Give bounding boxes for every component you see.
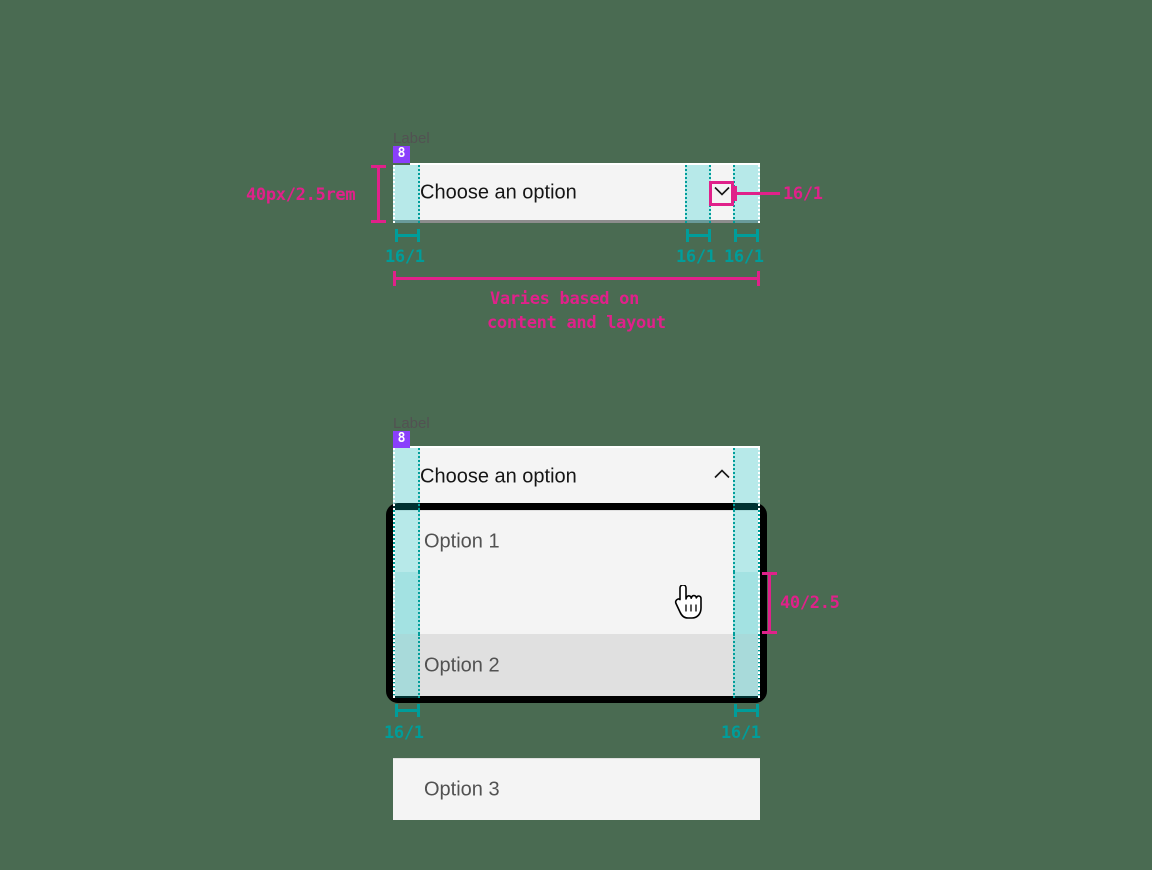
closed-dropdown-label: Label [393,130,430,147]
list-item[interactable]: Option 3 [393,758,760,820]
open-dropdown-placeholder-text: Choose an option [420,465,577,488]
field-height-annotation: 40px/2.5rem [246,185,356,205]
open-field-top-rule [410,446,760,448]
field-width-measure-bar [393,271,760,286]
label-spacing-badge-8: 8 [393,146,410,163]
icon-gap-annotation: 16/1 [676,247,716,267]
width-note-line-1: Varies based on [490,289,640,309]
open-label-spacing-badge-8: 8 [393,431,410,448]
dropdown-field-closed[interactable]: Choose an option [393,165,760,223]
field-top-rule [410,163,760,165]
list-item-hovered[interactable]: Option 2 [393,634,760,696]
right-padding-tick [734,229,759,242]
dropdown-placeholder-text: Choose an option [420,181,577,203]
open-right-padding-tick [734,704,759,717]
list-item[interactable]: Option 1 [393,510,760,572]
left-padding-tick [395,229,420,242]
option-height-measure-bar [762,572,777,634]
option-label: Option 2 [424,654,500,676]
icon-size-leader-line [734,186,780,201]
option-height-annotation: 40/2.5 [780,593,840,613]
field-height-measure-bar [371,165,386,223]
dropdown-field-open[interactable]: Choose an option [393,448,760,506]
open-left-padding-tick [395,704,420,717]
open-dropdown-label: Label [393,415,430,432]
chevron-up-icon[interactable] [710,463,734,492]
width-note-line-2: content and layout [487,313,666,333]
left-padding-annotation: 16/1 [385,247,425,267]
option-label: Option 1 [424,530,500,552]
option-label: Option 3 [424,778,500,800]
open-left-padding-annotation: 16/1 [384,723,424,743]
chevron-down-icon[interactable] [710,178,734,207]
icon-size-annotation: 16/1 [783,184,823,204]
icon-gap-tick [686,229,711,242]
open-right-padding-annotation: 16/1 [721,723,761,743]
icon-size-callout-box [709,181,734,206]
right-padding-annotation: 16/1 [724,247,764,267]
pointer-hand-cursor [672,584,702,624]
